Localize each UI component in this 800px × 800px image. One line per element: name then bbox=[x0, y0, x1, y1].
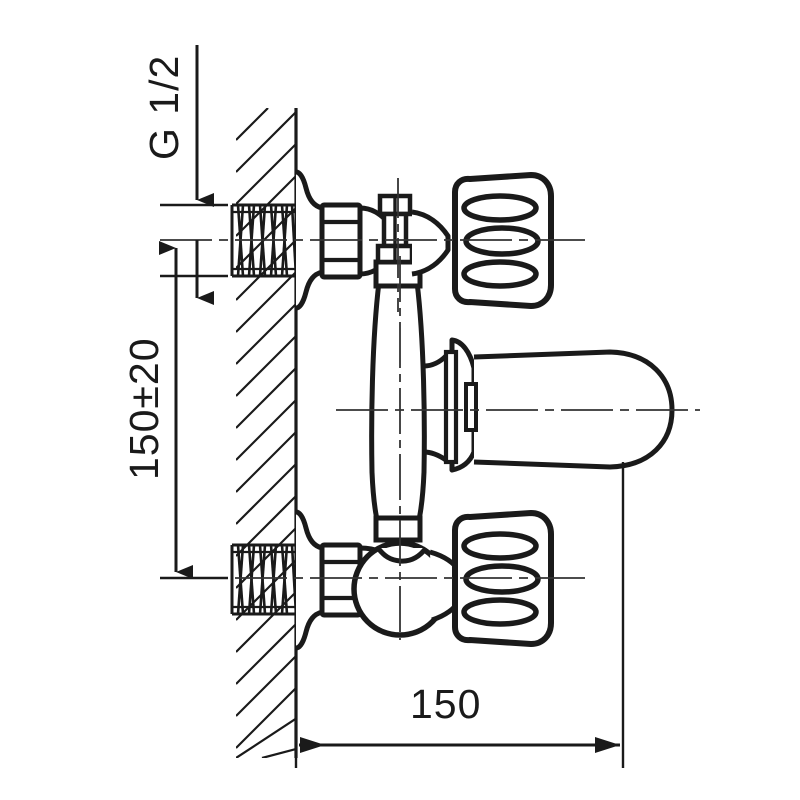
spout-collar bbox=[464, 382, 478, 432]
handle-slot-upper bbox=[461, 193, 539, 223]
handle-slot-middle bbox=[463, 225, 541, 257]
thread-spec-annotation: G 1/2 bbox=[141, 45, 214, 207]
handle-slot-upper bbox=[461, 531, 539, 561]
upper-hex-nut bbox=[319, 202, 363, 280]
spout bbox=[423, 337, 675, 473]
thread-spec-label: G 1/2 bbox=[141, 55, 187, 160]
handle-slot-middle bbox=[463, 563, 541, 595]
centerlines bbox=[160, 178, 700, 640]
spout-base-flange bbox=[443, 349, 459, 465]
vertical-dimension: 150±20 bbox=[121, 203, 228, 580]
lower-escutcheon bbox=[295, 509, 325, 651]
handle-slot-lower bbox=[461, 597, 539, 627]
horizontal-dimension-label: 150 bbox=[410, 681, 481, 727]
upper-valve-stem bbox=[375, 193, 415, 265]
handle-slot-lower bbox=[461, 259, 539, 289]
vertical-dimension-label: 150±20 bbox=[121, 337, 167, 480]
upper-stem-collar bbox=[411, 209, 451, 277]
wall-hatching bbox=[236, 108, 297, 758]
lower-inlet-thread bbox=[230, 543, 298, 616]
horizontal-dimension: 150 bbox=[294, 462, 625, 768]
